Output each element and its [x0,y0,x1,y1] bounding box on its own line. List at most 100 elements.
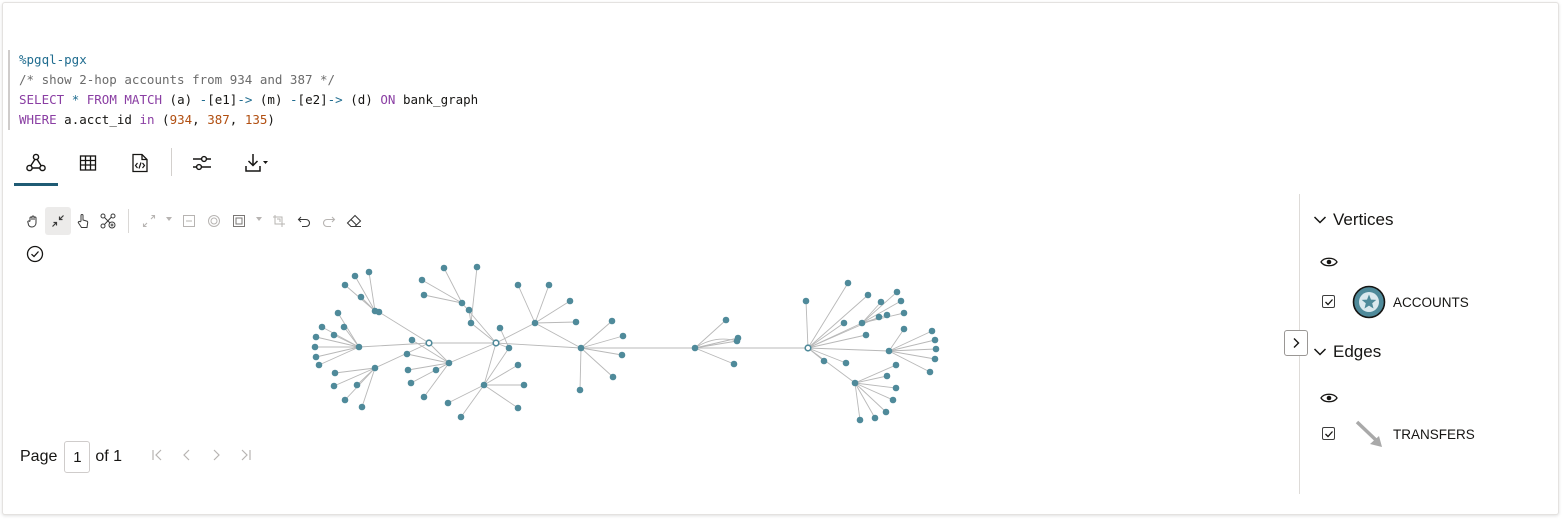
transfers-edge-swatch[interactable] [1355,420,1385,448]
graph-vertex[interactable] [458,299,466,307]
graph-vertex[interactable] [897,297,905,305]
graph-vertex[interactable] [864,291,872,299]
graph-edge[interactable] [361,367,376,408]
graph-vertex[interactable] [844,279,852,287]
graph-edge[interactable] [534,321,577,324]
graph-vertex[interactable] [341,396,349,404]
graph-vertex[interactable] [734,334,742,342]
graph-edge[interactable] [888,328,905,352]
next-page-button[interactable] [205,446,227,464]
tab-json-view[interactable] [118,143,162,183]
graph-vertex[interactable] [618,351,626,359]
graph-vertex[interactable] [334,309,342,317]
undo-button[interactable] [291,207,317,235]
graph-vertex-selected[interactable] [425,339,433,347]
graph-vertex-selected[interactable] [804,344,812,352]
graph-vertex[interactable] [312,353,320,361]
graph-edge[interactable] [579,347,582,391]
graph-vertex[interactable] [851,379,859,387]
graph-vertex[interactable] [858,319,866,327]
graph-edge[interactable] [534,300,571,324]
graph-edge[interactable] [807,282,849,349]
graph-vertex[interactable] [355,343,363,351]
graph-edge[interactable] [807,322,863,349]
settings-button[interactable] [180,143,224,183]
expand-dropdown-caret[interactable] [166,217,172,221]
redo-button[interactable] [316,207,342,235]
graph-vertex[interactable] [608,317,616,325]
graph-vertex[interactable] [871,414,879,422]
graph-vertex-selected[interactable] [492,339,500,347]
accounts-visibility-checkbox[interactable] [1322,295,1335,308]
graph-edge[interactable] [374,342,430,369]
graph-vertex[interactable] [375,308,383,316]
graph-edge[interactable] [854,382,894,401]
graph-edge[interactable] [333,367,376,387]
graph-edge[interactable] [368,271,376,312]
graph-vertex[interactable] [877,298,885,306]
page-number-input[interactable]: 1 [64,441,91,473]
graph-edge[interactable] [448,342,497,364]
graph-edge[interactable] [807,347,856,384]
graph-edge[interactable] [580,335,624,349]
graph-vertex[interactable] [572,318,580,326]
graph-edge[interactable] [694,347,735,365]
group-dropdown-caret[interactable] [256,217,262,221]
graph-canvas[interactable] [290,255,970,435]
graph-vertex[interactable] [931,336,939,344]
graph-edge[interactable] [888,330,933,352]
ungroup-button[interactable] [266,207,292,235]
graph-edge[interactable] [807,294,869,349]
graph-edge[interactable] [423,362,450,398]
graph-edge[interactable] [495,322,536,344]
graph-edge[interactable] [470,266,478,324]
download-button[interactable] [228,143,284,183]
focus-button[interactable] [201,207,227,235]
graph-edge[interactable] [354,275,376,312]
graph-edge[interactable] [854,382,887,413]
graph-edge[interactable] [358,342,430,348]
graph-vertex[interactable] [820,357,828,365]
graph-edge[interactable] [406,353,450,364]
graph-edge[interactable] [854,382,897,389]
graph-vertex[interactable] [457,413,465,421]
graph-edge[interactable] [447,384,485,404]
graph-vertex[interactable] [408,336,416,344]
transfers-visibility-checkbox[interactable] [1322,427,1335,440]
graph-vertex[interactable] [318,323,326,331]
tab-table-view[interactable] [66,143,110,183]
graph-vertex[interactable] [465,306,473,314]
graph-vertex[interactable] [365,268,373,276]
graph-edge[interactable] [854,382,861,421]
graph-edge[interactable] [318,346,360,366]
graph-vertex[interactable] [404,366,412,374]
graph-edge[interactable] [534,284,550,324]
graph-vertex[interactable] [340,323,348,331]
graph-edge[interactable] [428,342,450,364]
accounts-vertex-swatch[interactable] [1352,285,1386,319]
pan-button[interactable] [20,207,46,235]
graph-vertex[interactable] [496,324,504,332]
group-button[interactable] [226,207,252,235]
graph-edge[interactable] [460,384,485,418]
graph-edge[interactable] [378,311,430,344]
first-page-button[interactable] [147,446,169,464]
graph-vertex[interactable] [514,404,522,412]
graph-edge[interactable] [315,336,360,348]
graph-edge[interactable] [334,367,376,374]
graph-edge[interactable] [443,267,463,304]
eye-icon[interactable] [1320,391,1338,405]
graph-vertex[interactable] [330,331,338,339]
edges-section-header[interactable]: Edges [1312,340,1381,364]
graph-edge[interactable] [807,322,845,349]
graph-vertex[interactable] [931,355,939,363]
graph-edge[interactable] [470,322,497,344]
graph-vertex[interactable] [407,379,415,387]
graph-vertex[interactable] [577,344,585,352]
graph-vertex[interactable] [514,281,522,289]
graph-vertex[interactable] [371,364,379,372]
graph-edge[interactable] [805,300,809,349]
graph-vertex[interactable] [440,264,448,272]
graph-edge[interactable] [337,312,360,348]
graph-vertex[interactable] [862,331,870,339]
